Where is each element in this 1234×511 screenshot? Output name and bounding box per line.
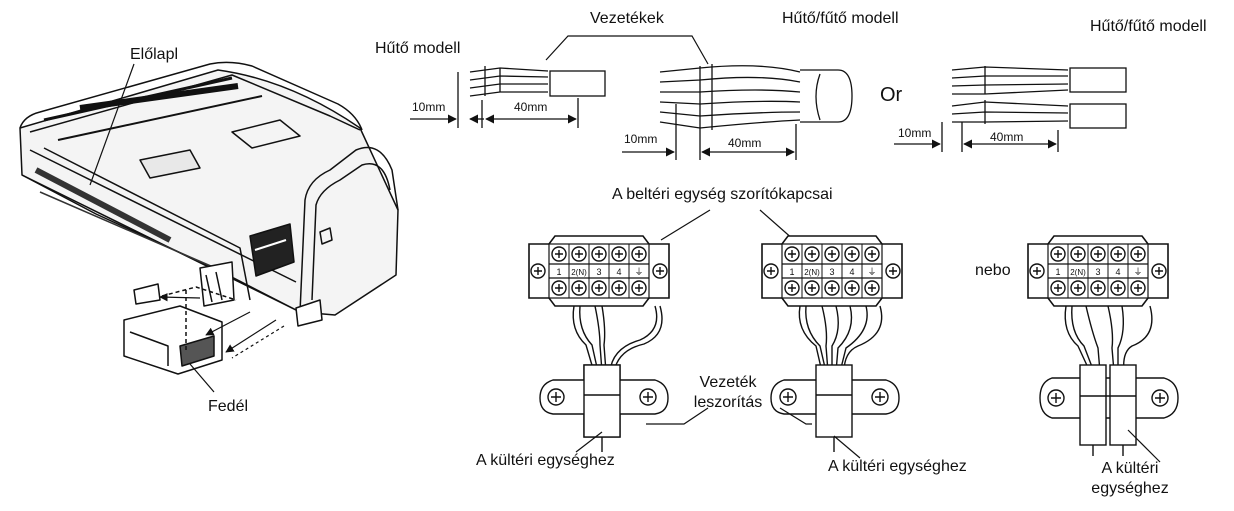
wire-clamp-label-line2: leszorítás xyxy=(693,394,763,411)
dim-10mm-3: 10mm xyxy=(898,126,932,140)
clamp-2 xyxy=(770,364,900,438)
to-outdoor-label-3-line2: egységhez xyxy=(1091,480,1169,497)
terminal-label: ⏚ xyxy=(634,267,643,277)
wiring-block-3 xyxy=(1064,305,1153,373)
wires-leader xyxy=(545,35,709,65)
cover-label: Fedél xyxy=(208,398,249,415)
wiring-block-2 xyxy=(798,305,883,373)
wire-strip-heatcool-model-two-cables xyxy=(894,66,1127,152)
to-outdoor-label-3-line1: A kültéri xyxy=(1101,460,1159,477)
terminal-block: 1 2(N) 3 4 ⏚ xyxy=(528,235,670,307)
heat-cool-model-label-1: Hűtő/fűtő modell xyxy=(782,10,899,27)
dim-40mm-3: 40mm xyxy=(990,130,1024,144)
clamp-1 xyxy=(539,364,669,438)
front-panel-label: Előlapl xyxy=(130,46,179,63)
front-panel-leader xyxy=(89,63,135,186)
wires-label: Vezetékek xyxy=(590,10,664,27)
dim-40mm-2: 40mm xyxy=(728,136,762,150)
terminals-leader-1 xyxy=(660,209,711,241)
clamp-leader-2 xyxy=(779,407,812,425)
terminal-label: 2(N) xyxy=(804,268,820,277)
terminal-label: ⏚ xyxy=(867,267,876,277)
terminal-label: 2(N) xyxy=(571,268,587,277)
indoor-unit-drawing xyxy=(19,61,399,375)
cover-leader xyxy=(189,363,215,393)
terminal-label: 4 xyxy=(1115,267,1120,277)
terminal-block: 1 2(N) 3 4 ⏚ xyxy=(1027,235,1169,307)
or-label: Or xyxy=(880,84,903,106)
to-outdoor-label-1: A kültéri egységhez xyxy=(476,452,615,469)
terminal-label: 4 xyxy=(849,267,854,277)
terminal-label: 1 xyxy=(789,267,794,277)
terminal-block: 1 2(N) 3 4 ⏚ xyxy=(761,235,903,307)
wire-strip-cool-model xyxy=(410,66,606,128)
dim-10mm-2: 10mm xyxy=(624,132,658,146)
clamp-leader-1 xyxy=(646,407,709,425)
wire-strip-heatcool-model-bundle xyxy=(622,64,853,160)
terminal-label: 2(N) xyxy=(1070,268,1086,277)
wire-clamp-label-line1: Vezeték xyxy=(699,374,757,391)
terminal-label: 3 xyxy=(1095,267,1100,277)
dim-10mm-1: 10mm xyxy=(412,100,446,114)
terminal-label: 4 xyxy=(616,267,621,277)
terminals-title: A beltéri egység szorítókapcsai xyxy=(612,186,833,203)
terminal-label: 3 xyxy=(596,267,601,277)
terminals-leader-2 xyxy=(759,209,795,241)
terminal-label: 1 xyxy=(556,267,561,277)
terminal-label: ⏚ xyxy=(1133,267,1142,277)
heat-cool-model-label-2: Hűtő/fűtő modell xyxy=(1090,18,1207,35)
dim-40mm-1: 40mm xyxy=(514,100,548,114)
terminal-label: 1 xyxy=(1055,267,1060,277)
nebo-label: nebo xyxy=(975,262,1011,279)
terminal-label: 3 xyxy=(829,267,834,277)
clamp-3 xyxy=(1039,364,1179,446)
to-outdoor-label-2: A kültéri egységhez xyxy=(828,458,967,475)
cool-model-label: Hűtő modell xyxy=(375,40,461,57)
